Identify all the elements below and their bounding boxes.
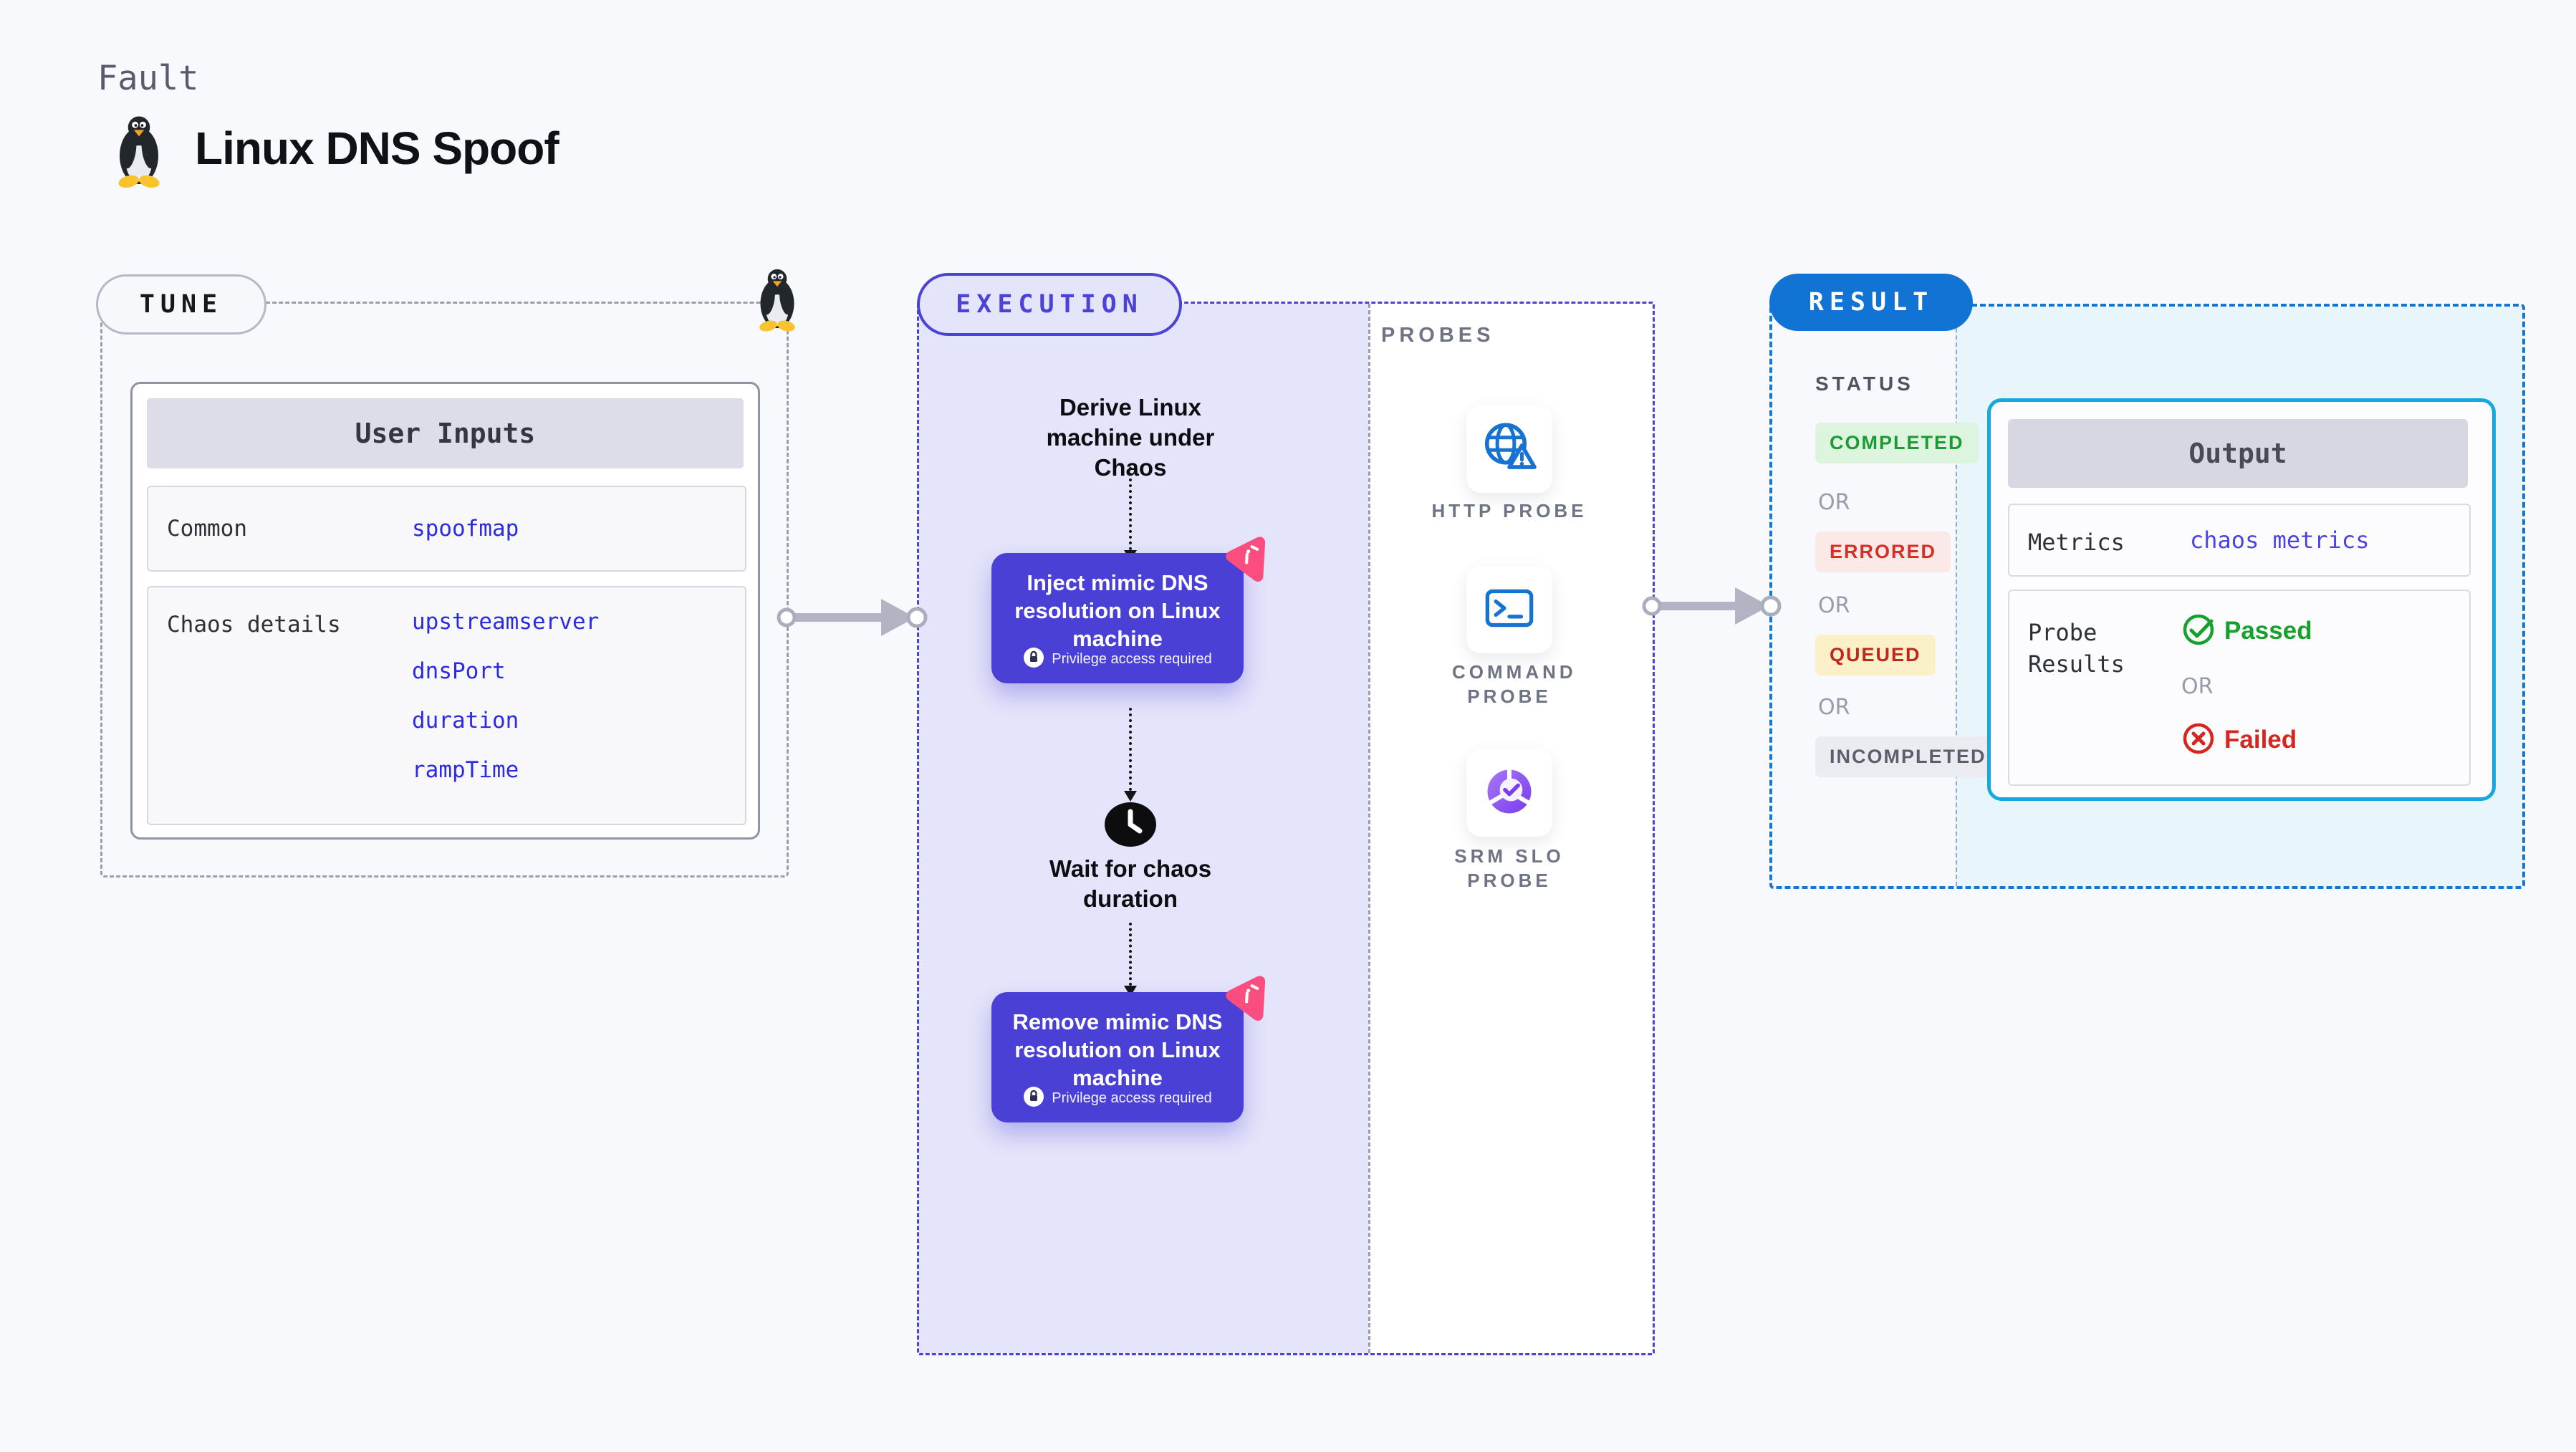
flow-arrow-execution-to-result [1642,587,1782,625]
metrics-label: Metrics [2028,529,2125,556]
output-card: Output Metrics chaos metrics Probe Resul… [1987,398,2496,801]
execution-pill: EXECUTION [917,273,1182,336]
srm-slo-probe-card [1466,749,1552,837]
flow-connector-3 [1124,923,1137,996]
status-or: OR [1818,695,1850,720]
probe-results-label: Probe Results [2028,619,2125,678]
remove-step-label: Remove mimic DNS resolution on Linux mac… [1012,1009,1223,1090]
command-probe-card [1466,566,1552,653]
page-title: Linux DNS Spoof [195,122,559,174]
lock-icon [1023,1086,1044,1111]
wait-step-label: Wait for chaos duration [1049,855,1212,912]
chaos-fault-icon [1217,971,1277,1029]
probes-heading: PROBES [1381,324,1495,347]
user-inputs-header: User Inputs [147,398,744,468]
terminal-icon [1482,585,1537,635]
chaos-fault-icon [1217,532,1277,590]
slo-pie-check-icon [1481,764,1537,823]
passed-check-icon [2181,612,2216,647]
fault-eyebrow: Fault [97,59,199,98]
clock-icon [1104,802,1157,847]
status-heading: STATUS [1815,372,1914,395]
chaos-metrics-link[interactable]: chaos metrics [2190,527,2370,554]
probe-results-row: Probe Results Passed OR Failed [2008,590,2471,786]
param-duration[interactable]: duration [412,708,519,734]
metrics-row: Metrics chaos metrics [2008,504,2471,577]
status-or: OR [1818,593,1850,618]
inject-step-box: Inject mimic DNS resolution on Linux mac… [991,553,1244,683]
inject-step-label: Inject mimic DNS resolution on Linux mac… [1014,570,1221,651]
command-probe-label: COMMAND PROBE [1452,661,1577,707]
passed-label: Passed [2224,617,2312,645]
status-or: OR [1818,490,1850,515]
status-badge-incompleted: INCOMPLETED [1815,736,2001,777]
globe-warning-icon [1481,420,1538,478]
failed-x-icon [2181,721,2216,756]
common-label: Common [167,516,247,542]
http-probe-card [1466,405,1552,493]
privilege-note: Privilege access required [1052,651,1212,667]
param-ramptime[interactable]: rampTime [412,757,519,783]
chaos-details-label: Chaos details [167,612,341,638]
execution-probes-divider [1368,304,1370,1353]
remove-step-box: Remove mimic DNS resolution on Linux mac… [991,992,1244,1122]
flow-arrow-tune-to-execution [777,599,928,636]
flow-connector-1 [1124,467,1137,561]
status-badge-completed: COMPLETED [1815,423,1979,463]
common-row: Common spoofmap [147,486,746,572]
http-probe-label: HTTP PROBE [1431,500,1587,521]
status-badge-queued: QUEUED [1815,635,1936,675]
privilege-note: Privilege access required [1052,1090,1212,1106]
tune-pill: TUNE [96,274,266,335]
failed-label: Failed [2224,726,2297,754]
lock-icon [1023,647,1044,672]
param-spoofmap[interactable]: spoofmap [412,516,519,542]
param-dnsport[interactable]: dnsPort [412,658,506,684]
srm-slo-probe-label: SRM SLO PROBE [1454,845,1565,891]
user-inputs-card: User Inputs Common spoofmap Chaos detail… [130,382,760,840]
tux-penguin-icon [105,113,173,191]
result-pill: RESULT [1769,274,1973,331]
status-badge-errored: ERRORED [1815,532,1951,572]
output-header: Output [2008,419,2468,488]
chaos-details-row: Chaos details upstreamserver dnsPort dur… [147,586,746,825]
param-upstreamserver[interactable]: upstreamserver [412,609,600,635]
flow-connector-2 [1124,708,1137,802]
tune-section [100,302,789,878]
tux-penguin-icon-small [748,266,807,334]
probe-results-or: OR [2181,674,2214,699]
